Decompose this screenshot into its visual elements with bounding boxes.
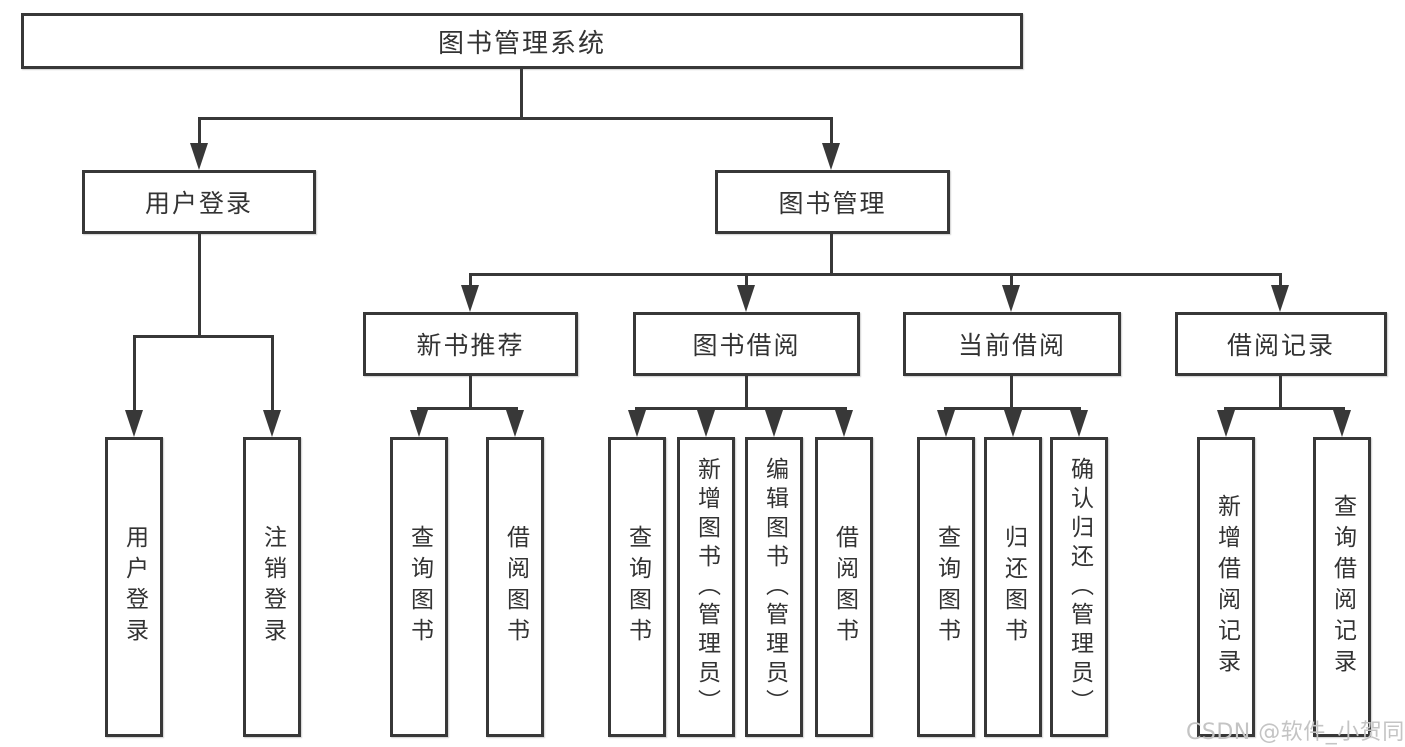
leaf-add-books-admin-label: 新增图书（管理员） xyxy=(693,456,720,718)
leaf-user-login: 用户登录 xyxy=(105,437,163,737)
leaf-logout: 注销登录 xyxy=(243,437,301,737)
node-book-management: 图书管理 xyxy=(715,170,950,234)
arrowhead-down-icon xyxy=(1004,410,1022,437)
leaf-return-books-label: 归还图书 xyxy=(1000,525,1027,649)
leaf-user-login-label: 用户登录 xyxy=(121,525,148,649)
connector-line xyxy=(198,234,201,338)
connector-line xyxy=(1224,407,1345,410)
leaf-query-books-recommend: 查询图书 xyxy=(390,437,448,737)
leaf-borrow-books: 借阅图书 xyxy=(815,437,873,737)
arrowhead-down-icon xyxy=(628,410,646,437)
leaf-query-books-current: 查询图书 xyxy=(917,437,975,737)
node-book-borrowing-label: 图书借阅 xyxy=(692,331,801,360)
node-book-management-label: 图书管理 xyxy=(778,189,887,218)
arrowhead-down-icon xyxy=(835,410,853,437)
leaf-add-borrow-record-label: 新增借阅记录 xyxy=(1213,494,1240,680)
connector-line xyxy=(944,407,1081,410)
leaf-borrow-books-label: 借阅图书 xyxy=(831,525,858,649)
leaf-query-books-recommend-label: 查询图书 xyxy=(406,525,433,649)
leaf-edit-books-admin: 编辑图书（管理员） xyxy=(745,437,803,737)
node-library-system: 图书管理系统 xyxy=(21,13,1023,69)
connector-line xyxy=(469,273,1282,276)
leaf-borrow-books-recommend-label: 借阅图书 xyxy=(502,525,529,649)
arrowhead-down-icon xyxy=(737,285,755,312)
leaf-query-books-borrowing-label: 查询图书 xyxy=(624,525,651,649)
connector-line xyxy=(469,376,472,410)
leaf-edit-books-admin-label: 编辑图书（管理员） xyxy=(761,456,788,718)
arrowhead-down-icon xyxy=(410,410,428,437)
connector-line xyxy=(1279,376,1282,410)
connector-line xyxy=(133,338,136,411)
node-new-book-recommend: 新书推荐 xyxy=(363,312,578,376)
arrowhead-down-icon xyxy=(125,410,143,437)
leaf-return-books: 归还图书 xyxy=(984,437,1042,737)
arrowhead-down-icon xyxy=(1002,285,1020,312)
connector-line xyxy=(1279,276,1282,288)
connector-line xyxy=(745,376,748,410)
leaf-confirm-return-admin-label: 确认归还（管理员） xyxy=(1066,456,1093,718)
arrowhead-down-icon xyxy=(263,410,281,437)
connector-line xyxy=(133,335,274,338)
leaf-confirm-return-admin: 确认归还（管理员） xyxy=(1050,437,1108,737)
leaf-query-books-borrowing: 查询图书 xyxy=(608,437,666,737)
arrowhead-down-icon xyxy=(822,143,840,170)
node-current-borrowing-label: 当前借阅 xyxy=(957,331,1066,360)
node-library-system-label: 图书管理系统 xyxy=(437,28,606,59)
leaf-borrow-books-recommend: 借阅图书 xyxy=(486,437,544,737)
arrowhead-down-icon xyxy=(697,410,715,437)
arrowhead-down-icon xyxy=(765,410,783,437)
node-borrowing-records-label: 借阅记录 xyxy=(1226,331,1335,360)
arrowhead-down-icon xyxy=(1217,410,1235,437)
connector-line xyxy=(830,120,833,146)
node-book-borrowing: 图书借阅 xyxy=(633,312,860,376)
connector-line xyxy=(198,117,833,120)
node-borrowing-records: 借阅记录 xyxy=(1175,312,1387,376)
arrowhead-down-icon xyxy=(1070,410,1088,437)
connector-line xyxy=(745,276,748,288)
connector-line xyxy=(417,407,518,410)
connector-line xyxy=(469,276,472,288)
leaf-query-books-current-label: 查询图书 xyxy=(933,525,960,649)
arrowhead-down-icon xyxy=(1333,410,1351,437)
csdn-watermark: CSDN @软件_小贺同学 xyxy=(1186,720,1405,745)
leaf-query-borrow-record-label: 查询借阅记录 xyxy=(1329,494,1356,680)
connector-line xyxy=(830,234,833,276)
arrowhead-down-icon xyxy=(461,285,479,312)
leaf-query-borrow-record: 查询借阅记录 xyxy=(1313,437,1371,737)
node-user-login-label: 用户登录 xyxy=(144,189,253,218)
arrowhead-down-icon xyxy=(937,410,955,437)
leaf-logout-label: 注销登录 xyxy=(259,525,286,649)
connector-line xyxy=(271,338,274,411)
leaf-add-borrow-record: 新增借阅记录 xyxy=(1197,437,1255,737)
arrowhead-down-icon xyxy=(1271,285,1289,312)
connector-line xyxy=(635,407,847,410)
connector-line xyxy=(1010,276,1013,288)
node-user-login: 用户登录 xyxy=(82,170,316,234)
node-new-book-recommend-label: 新书推荐 xyxy=(416,331,525,360)
connector-line xyxy=(198,120,201,146)
leaf-add-books-admin: 新增图书（管理员） xyxy=(677,437,735,737)
arrowhead-down-icon xyxy=(506,410,524,437)
connector-line xyxy=(1010,376,1013,410)
connector-line xyxy=(520,69,523,120)
arrowhead-down-icon xyxy=(190,143,208,170)
node-current-borrowing: 当前借阅 xyxy=(903,312,1121,376)
